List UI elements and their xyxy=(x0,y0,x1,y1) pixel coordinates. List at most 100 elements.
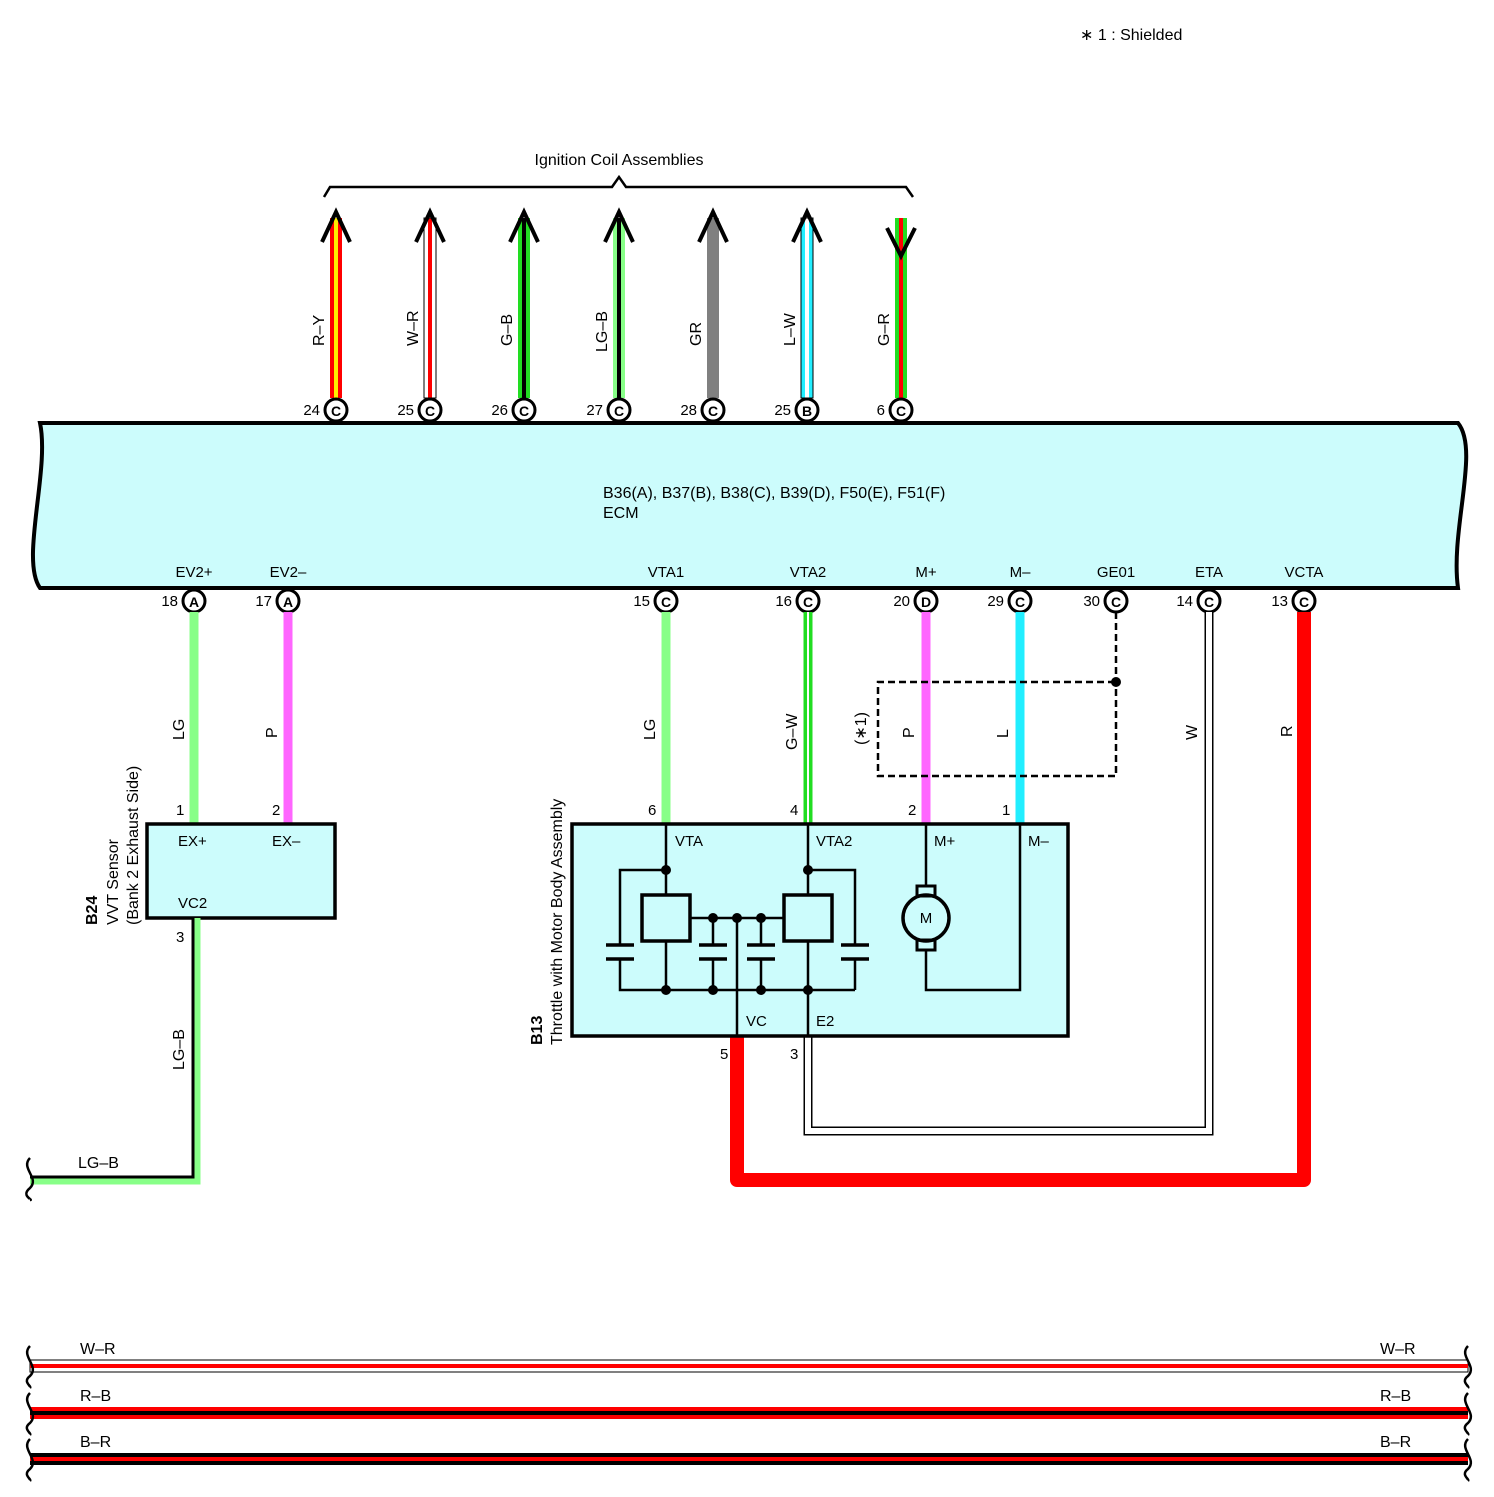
vvt-pin-2: 2 xyxy=(272,802,280,819)
ignition-wire-igf1: G–RC6IGF1 xyxy=(876,218,918,447)
label-wire-vc2: LG–B xyxy=(171,1029,188,1070)
wire-body xyxy=(707,218,719,398)
throttle-body-box xyxy=(570,822,1070,1038)
label-wire-vc2-horiz: LG–B xyxy=(78,1155,119,1172)
ecm-connectors: B36(A), B37(B), B38(C), B39(D), F50(E), … xyxy=(603,485,945,502)
pin-number: 14 xyxy=(1176,593,1193,610)
bus-label-right: W–R xyxy=(1380,1341,1416,1358)
pin-number: 26 xyxy=(491,402,508,419)
shielded-legend: ∗ 1 : Shielded xyxy=(1080,27,1182,44)
connector-letter: C xyxy=(1299,594,1309,610)
wire-color-label: L–W xyxy=(782,312,799,346)
throttle-pin-4: 4 xyxy=(790,802,798,819)
throttle-terminal-vc: VC xyxy=(746,1013,767,1030)
shield-junction xyxy=(1111,677,1121,687)
break-mark-left xyxy=(25,1438,35,1482)
bus-wr: W–R W–R xyxy=(25,1341,1473,1389)
label-wire-ev2m: P xyxy=(264,727,281,738)
pin-number: 28 xyxy=(680,402,697,419)
wire-vc2 xyxy=(30,918,201,1185)
ecm-box xyxy=(31,421,1469,590)
ignition-wire-igt3: G–BC26IGT3 xyxy=(491,207,541,447)
signal-name: EV2– xyxy=(270,564,307,581)
break-mark-right xyxy=(1463,1438,1473,1482)
vvt-sensor-code: B24 xyxy=(84,896,101,925)
label-wire-ev2p: LG xyxy=(171,719,188,740)
label-wire-vcta: R xyxy=(1279,725,1296,737)
arrow-in-icon xyxy=(885,227,917,261)
vvt-terminal-vc2: VC2 xyxy=(178,895,207,912)
ignition-wires: R–YC24IGT1W–RC25IGT2G–BC26IGT3LG–BC27IGT… xyxy=(303,207,918,447)
pin-number: 6 xyxy=(877,402,885,419)
break-mark-vc2 xyxy=(25,1157,35,1202)
vvt-terminal-exm: EX– xyxy=(272,833,301,850)
ecm-pin-m: M–C29 xyxy=(987,564,1033,614)
throttle-pin-2: 2 xyxy=(908,802,916,819)
throttle-code: B13 xyxy=(529,1016,546,1045)
bus-label-right: R–B xyxy=(1380,1388,1411,1405)
wire-stripe xyxy=(617,218,621,398)
signal-name: VCTA xyxy=(1285,564,1324,581)
throttle-terminal-e2: E2 xyxy=(816,1013,834,1030)
connector-letter: C xyxy=(803,594,813,610)
connector-letter: C xyxy=(519,403,529,419)
pin-number: 18 xyxy=(161,593,178,610)
wire-stripe xyxy=(899,218,903,398)
wire-stripe xyxy=(522,218,526,398)
ecm-pin-ev2: EV2+ A 18 xyxy=(161,564,213,614)
vvt-sensor-box xyxy=(145,822,337,920)
vvt-sensor-subname: (Bank 2 Exhaust Side) xyxy=(125,766,142,925)
throttle-pin-3: 3 xyxy=(790,1046,798,1063)
pin-number: 24 xyxy=(303,402,320,419)
ecm-pin-vcta: VCTA C 13 xyxy=(1271,564,1324,614)
signal-name: EV2+ xyxy=(175,564,212,581)
connector-letter: C xyxy=(331,403,341,419)
pin-number: 15 xyxy=(633,593,650,610)
wire-color-label: W–R xyxy=(405,310,422,346)
ecm-name: ECM xyxy=(603,505,639,522)
vvt-sensor-name: VVT Sensor xyxy=(105,838,122,925)
arrow-out-icon xyxy=(508,207,540,243)
pin-number: 27 xyxy=(586,402,603,419)
pin-number: 13 xyxy=(1271,593,1288,610)
label-wire-mp: P xyxy=(901,727,918,738)
arrow-out-icon xyxy=(697,207,729,243)
bus-label-right: B–R xyxy=(1380,1434,1411,1451)
connector-letter: A xyxy=(189,594,199,610)
signal-name: GE01 xyxy=(1097,564,1135,581)
motor-label: M xyxy=(920,910,933,927)
break-mark-right xyxy=(1463,1392,1473,1436)
label-wire-vta1: LG xyxy=(642,719,659,740)
bus-label-left: R–B xyxy=(80,1388,111,1405)
break-mark-right xyxy=(1463,1345,1473,1389)
throttle-terminal-mp: M+ xyxy=(934,833,955,850)
signal-name: ETA xyxy=(1195,564,1223,581)
ignition-wire-igt1: R–YC24IGT1 xyxy=(303,207,353,447)
label-wire-mm: L xyxy=(995,729,1012,738)
wire-vcta xyxy=(730,612,1311,1187)
bus-stripe xyxy=(30,1411,1468,1415)
connector-letter: C xyxy=(896,403,906,419)
throttle-junctions xyxy=(661,865,813,995)
break-mark-left xyxy=(25,1392,35,1436)
wire-stripe xyxy=(428,218,432,398)
bus-stripe xyxy=(30,1457,1468,1461)
throttle-pin-5: 5 xyxy=(720,1046,728,1063)
wire-color-label: LG–B xyxy=(594,311,611,352)
bus-stripe xyxy=(30,1364,1468,1368)
throttle-terminal-vta2: VTA2 xyxy=(816,833,852,850)
throttle-terminal-mm: M– xyxy=(1028,833,1049,850)
connector-letter: C xyxy=(661,594,671,610)
signal-name: M– xyxy=(1010,564,1031,581)
ecm-pin-ev2: EV2–A17 xyxy=(255,564,307,614)
bus-label-left: W–R xyxy=(80,1341,116,1358)
signal-name: VTA2 xyxy=(790,564,826,581)
pin-number: 16 xyxy=(775,593,792,610)
pin-number: 29 xyxy=(987,593,1004,610)
connector-letter: D xyxy=(921,594,931,610)
